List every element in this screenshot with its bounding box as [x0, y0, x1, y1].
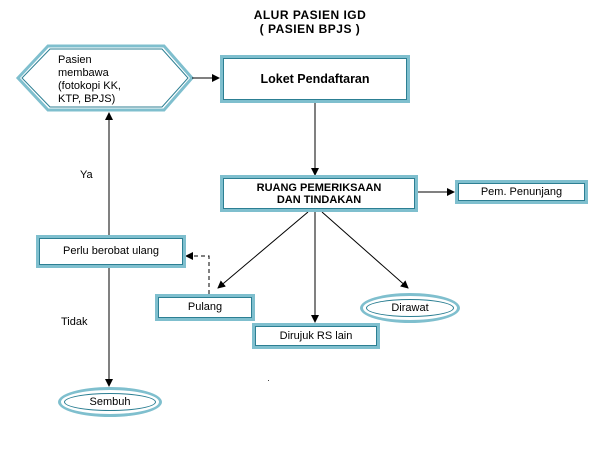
arrow-ruang-to-dirawat — [321, 211, 409, 289]
sembuh-ellipse: Sembuh — [58, 387, 162, 417]
patient-documents-label: Pasien membawa (fotokopi KK, KTP, BPJS) — [58, 54, 121, 105]
dirawat-label: Dirawat — [391, 301, 429, 314]
arrow-ruang-to-pulang — [217, 211, 309, 289]
dirawat-ellipse: Dirawat — [360, 293, 460, 323]
arrow-pulang-to-berobat-dashed — [185, 252, 210, 294]
loket-pendaftaran-label: Loket Pendaftaran — [260, 72, 370, 86]
patient-documents-hexagon — [15, 44, 194, 112]
dirujuk-rs-lain-box: Dirujuk RS lain — [252, 323, 380, 349]
perlu-berobat-ulang-box: Perlu berobat ulang — [36, 235, 186, 268]
perlu-berobat-ulang-label: Perlu berobat ulang — [62, 245, 159, 257]
diagram-subtitle: ( PASIEN BPJS ) — [259, 22, 361, 36]
ya-edge-label: Ya — [80, 169, 93, 181]
tidak-edge-label: Tidak — [61, 316, 88, 328]
pem-penunjang-label: Pem. Penunjang — [480, 185, 563, 198]
diagram-title: ALUR PASIEN IGD — [253, 8, 367, 22]
ruang-pemeriksaan-label: RUANG PEMERIKSAAN DAN TINDAKAN — [256, 181, 382, 206]
stray-dot — [268, 380, 269, 381]
pem-penunjang-box: Pem. Penunjang — [455, 180, 588, 204]
sembuh-label: Sembuh — [89, 395, 131, 408]
loket-pendaftaran-box: Loket Pendaftaran — [220, 55, 410, 103]
pulang-box: Pulang — [155, 294, 255, 321]
dirujuk-rs-lain-label: Dirujuk RS lain — [279, 329, 353, 342]
pulang-label: Pulang — [187, 301, 223, 313]
ruang-pemeriksaan-box: RUANG PEMERIKSAAN DAN TINDAKAN — [220, 175, 418, 212]
